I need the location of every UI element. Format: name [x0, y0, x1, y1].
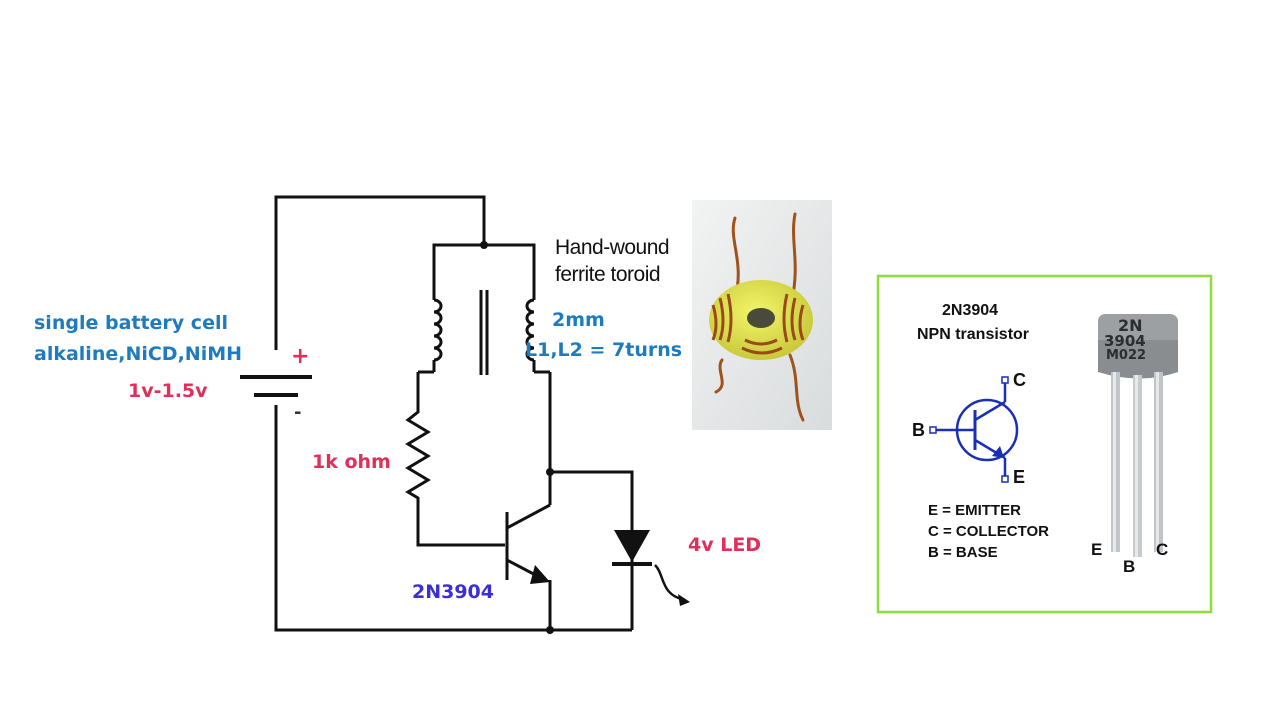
- toroid-photo: [692, 200, 832, 430]
- pinout-title-line2: NPN transistor: [917, 326, 1030, 343]
- transistor-body-text1: 2N: [1118, 316, 1143, 335]
- transformer-symbol: [418, 290, 550, 375]
- battery-description-line1: single battery cell: [34, 312, 228, 334]
- battery-symbol: [240, 350, 312, 405]
- leg-e-label: E: [1091, 540, 1103, 559]
- collector-wires: [548, 372, 634, 630]
- legend-collector: C = COLLECTOR: [928, 523, 1049, 540]
- transistor-photo: [1098, 314, 1178, 557]
- transistor-body-text2: 3904: [1104, 332, 1146, 350]
- leg-b-label: B: [1123, 557, 1136, 576]
- pin-b-label: B: [912, 420, 925, 440]
- resistor-symbol: [405, 372, 505, 547]
- toroid-turns-label: L1,L2 = 7turns: [525, 339, 683, 361]
- legend-base: B = BASE: [928, 544, 998, 561]
- leg-c-label: C: [1156, 540, 1169, 559]
- battery-voltage-label: 1v-1.5v: [128, 380, 208, 402]
- toroid-label-line2: ferrite toroid: [555, 263, 661, 286]
- toroid-wire-label: 2mm: [552, 309, 605, 331]
- transistor-label: 2N3904: [412, 581, 495, 603]
- battery-minus-label: -: [294, 402, 302, 423]
- pinout-title-line1: 2N3904: [942, 302, 999, 319]
- junction-dot-bottom: [546, 626, 554, 634]
- transistor-body-text3: M022: [1106, 348, 1147, 363]
- battery-description-line2: alkaline,NiCD,NiMH: [34, 343, 243, 365]
- pin-e-label: E: [1013, 467, 1026, 487]
- legend-emitter: E = EMITTER: [928, 502, 1021, 519]
- pinout-panel: [876, 274, 1213, 614]
- toroid-label-line1: Hand-wound: [555, 236, 670, 259]
- pin-c-label: C: [1013, 370, 1026, 390]
- resistor-label: 1k ohm: [312, 451, 391, 473]
- junction-dot-top: [480, 241, 488, 249]
- led-label: 4v LED: [688, 534, 762, 556]
- transistor-emitter-arrow: [530, 565, 550, 584]
- transistor-symbol: [505, 472, 552, 630]
- led-symbol: [612, 530, 690, 606]
- battery-plus-label: +: [291, 344, 310, 369]
